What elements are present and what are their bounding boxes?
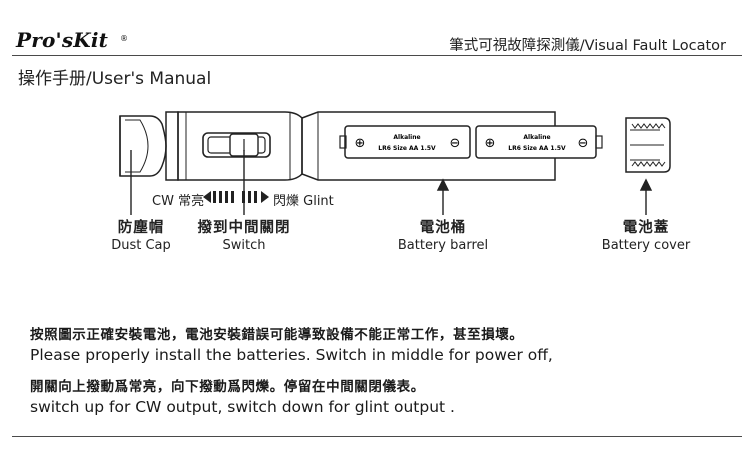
battery-2-minus-icon: ⊖ xyxy=(578,136,589,151)
battery-2-spec: LR6 Size AA 1.5V xyxy=(508,145,566,152)
instruction-line-2: Please properly install the batteries. S… xyxy=(30,346,553,364)
manual-heading: 操作手册/User's Manual xyxy=(18,69,212,89)
registered-mark: ® xyxy=(120,34,128,43)
battery-barrel-drawing xyxy=(301,111,597,181)
dust-cap-drawing xyxy=(119,115,167,177)
battery-2-brand: Alkaline xyxy=(523,134,550,141)
dust-cap-label-en: Dust Cap xyxy=(111,238,171,253)
battery-1-terminal xyxy=(339,135,347,149)
instruction-line-3: 開關向上撥動爲常亮，向下撥動爲閃爍。停留在中間關閉儀表。 xyxy=(30,379,425,395)
battery-1-plus-icon: ⊕ xyxy=(355,136,366,151)
battery-cover-drawing xyxy=(625,117,671,173)
switch-label-zh: 撥到中間關閉 xyxy=(197,220,291,236)
dust-cap-label-zh: 防塵帽 xyxy=(117,220,165,236)
dust-cap-label: 防塵帽 Dust Cap xyxy=(96,220,186,254)
header-divider xyxy=(12,55,742,56)
switch-label-en: Switch xyxy=(222,238,266,253)
switch-label: 撥到中間關閉 Switch xyxy=(184,220,304,254)
cw-mode-label: CW 常亮 xyxy=(152,194,205,209)
battery-2-terminal xyxy=(595,135,603,149)
battery-barrel-label-en: Battery barrel xyxy=(397,238,489,253)
battery-barrel-label-zh: 電池桶 xyxy=(419,220,467,236)
battery-barrel-label: 電池桶 Battery barrel xyxy=(383,220,503,254)
glint-mode-label: 閃爍 Glint xyxy=(273,194,334,209)
battery-cover-label: 電池蓋 Battery cover xyxy=(590,220,702,254)
instruction-line-4: switch up for CW output, switch down for… xyxy=(30,398,455,416)
battery-1-minus-icon: ⊖ xyxy=(450,136,461,151)
battery-cover-label-zh: 電池蓋 xyxy=(622,220,670,236)
mode-direction-indicator xyxy=(203,191,269,203)
switch-drawing xyxy=(202,132,271,158)
battery-1-brand: Alkaline xyxy=(393,134,420,141)
instruction-line-1: 按照圖示正確安裝電池，電池安裝錯誤可能導致設備不能正常工作，甚至損壞。 xyxy=(30,327,524,343)
brand-logo: Pro'sKit xyxy=(16,28,109,52)
battery-2-plus-icon: ⊕ xyxy=(485,136,496,151)
battery-1-spec: LR6 Size AA 1.5V xyxy=(378,145,436,152)
part-pointers xyxy=(130,150,653,215)
document-title: 筆式可視故障探測儀/Visual Fault Locator xyxy=(449,38,726,54)
footer-divider xyxy=(12,436,742,437)
battery-cover-label-en: Battery cover xyxy=(601,238,691,253)
